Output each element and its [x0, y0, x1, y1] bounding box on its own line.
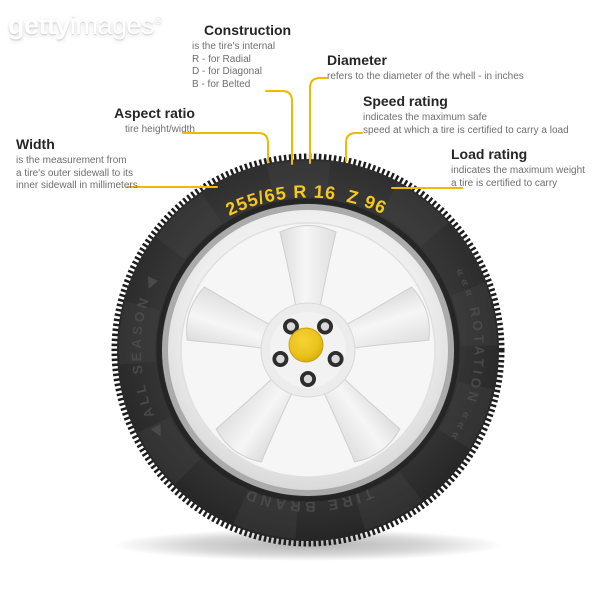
width-line: a tire's outer sidewall to its [16, 167, 133, 179]
callout-diameter: Diameter refers to the diameter of the w… [327, 52, 524, 84]
lug-nut-center [320, 322, 330, 331]
load-rating-line: a tire is certified to carry [451, 177, 558, 189]
construction-line: is the tire's internal [192, 41, 276, 52]
load-rating-line: indicates the maximum weight [451, 165, 585, 176]
construction-line: D - for Diagonal [192, 66, 263, 78]
connector-speed-line [345, 132, 363, 162]
lug-nut-center [286, 322, 296, 331]
tread-edge [111, 153, 505, 547]
callout-aspect-ratio: Aspect ratio tire height/width [85, 105, 195, 137]
sidewall-patches [118, 160, 497, 539]
width-line: inner sidewall in millimeters [16, 180, 138, 192]
construction-title: Construction [204, 22, 292, 38]
bead-crease [156, 198, 460, 502]
connector-diameter-line [309, 77, 328, 164]
lug-nut-center [303, 374, 313, 384]
callout-width: Width is the measurement from a tire's o… [16, 136, 176, 193]
gettyimages-watermark: gettyimages® [8, 10, 162, 41]
lug-nut-center [276, 354, 285, 364]
diameter-title: Diameter [327, 52, 387, 68]
registered-mark: ® [154, 15, 162, 27]
aspect-ratio-line: tire height/width [124, 124, 195, 135]
watermark-getty: getty [8, 10, 71, 40]
speed-rating-title: Speed rating [363, 93, 448, 109]
center-cap [288, 327, 324, 363]
ground-shadow [113, 529, 503, 561]
callout-construction: Construction is the tire's internal R - … [192, 22, 291, 91]
load-rating-title: Load rating [451, 146, 528, 162]
lug-nuts [272, 318, 344, 387]
construction-line: R - for Radial [192, 53, 251, 65]
callout-load-rating: Load rating indicates the maximum weight… [451, 146, 585, 190]
lug-nut-center [331, 354, 340, 364]
construction-line: B - for Belted [192, 78, 251, 90]
width-title: Width [16, 136, 55, 152]
diameter-line: refers to the diameter of the whell - in… [327, 71, 524, 82]
connector-lines [126, 77, 463, 189]
watermark-images: images [70, 10, 155, 40]
connector-aspect-line [182, 132, 269, 163]
speed-rating-line: indicates the maximum safe [363, 112, 487, 123]
speed-rating-line: speed at which a tire is certified to ca… [363, 124, 569, 136]
width-line: is the measurement from [16, 155, 127, 166]
callout-speed-rating: Speed rating indicates the maximum safe … [363, 93, 569, 137]
aspect-ratio-title: Aspect ratio [114, 105, 195, 121]
spokes [186, 225, 430, 463]
connector-construction-line [265, 90, 293, 165]
